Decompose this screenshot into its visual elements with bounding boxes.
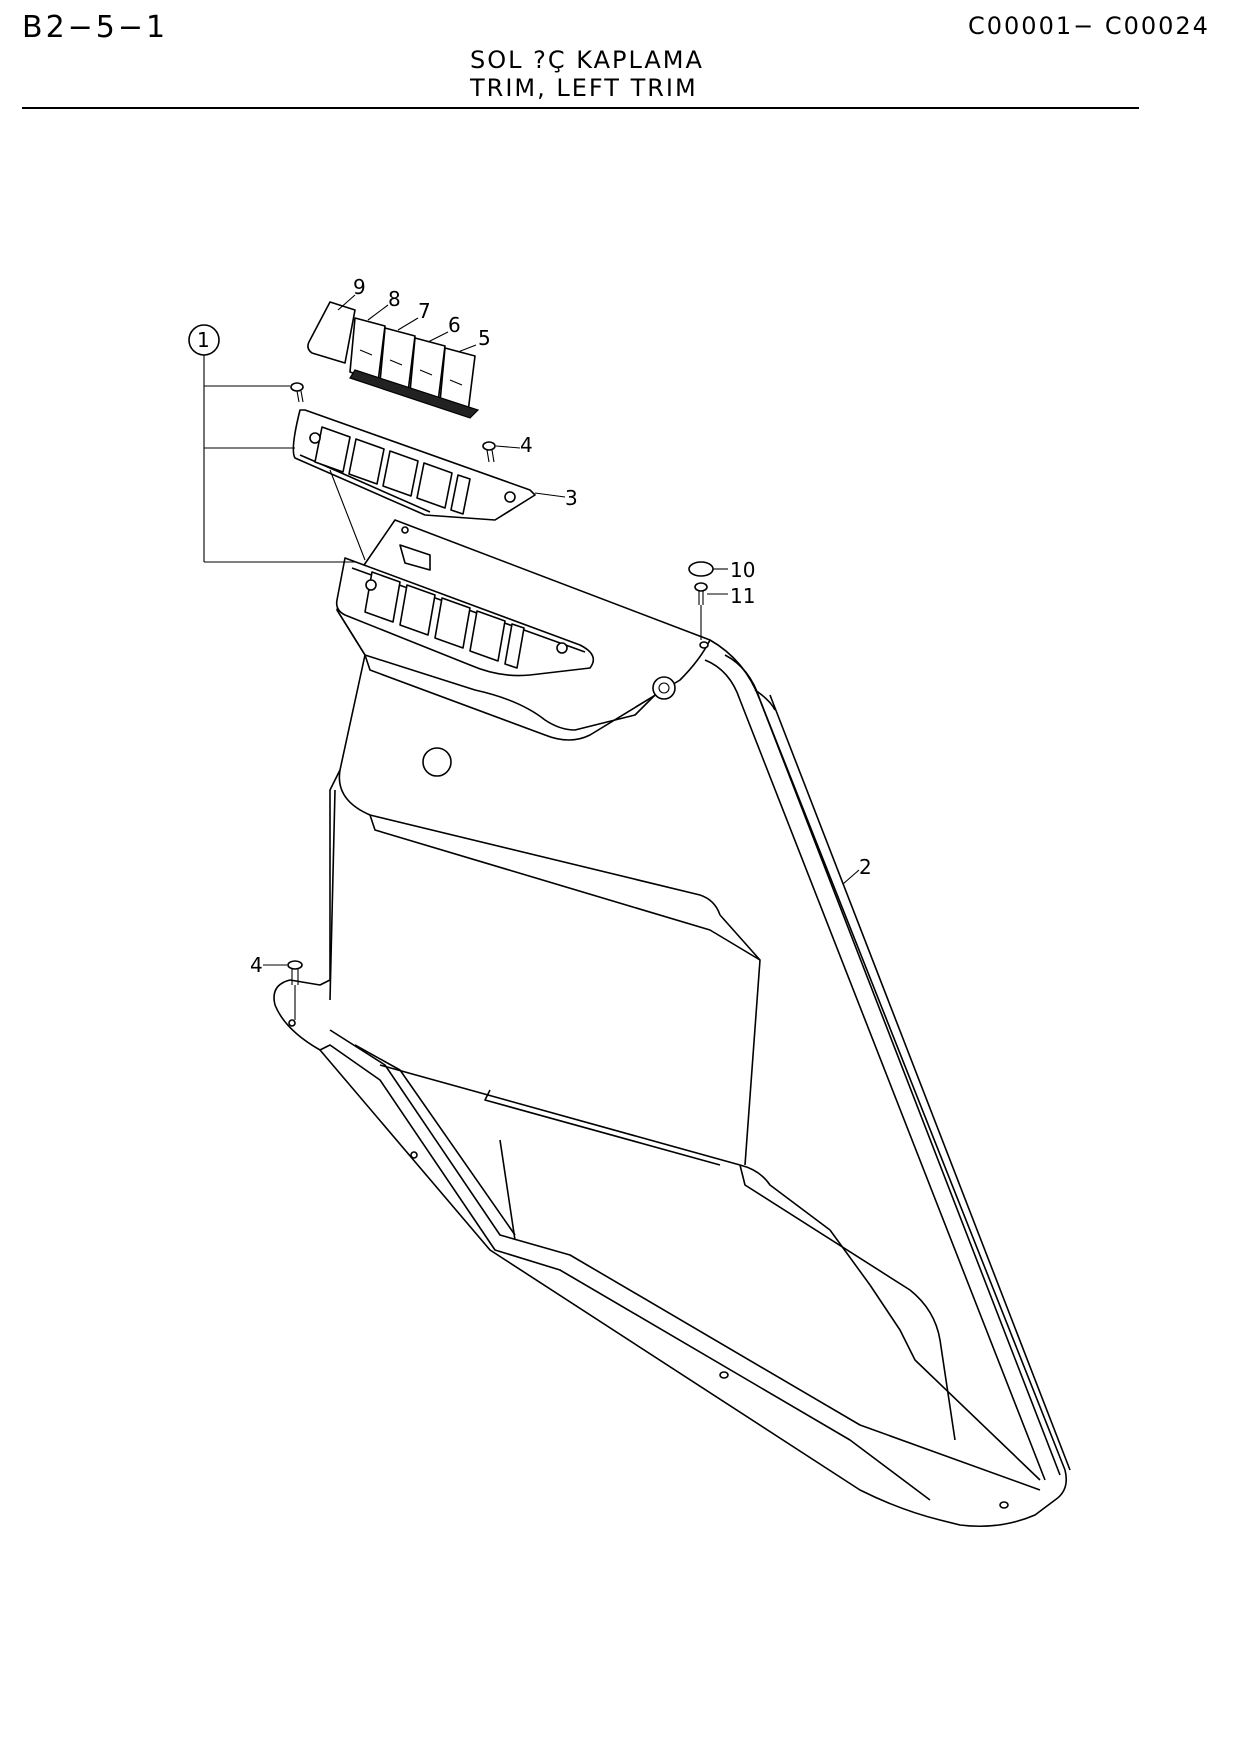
rocker-switch-group <box>307 301 480 419</box>
callout-4-bottom: 4 <box>250 953 263 977</box>
callout-3: 3 <box>565 486 578 510</box>
page-code: B2−5−1 <box>22 10 169 45</box>
callout-7: 7 <box>418 299 431 323</box>
page-title-english: TRIM, LEFT TRIM <box>470 74 698 102</box>
callout-5: 5 <box>478 326 491 350</box>
page-title-turkish: SOL ?Ç KAPLAMA <box>470 46 704 74</box>
left-trim-panel <box>273 519 1071 1528</box>
callout-10: 10 <box>730 558 755 582</box>
callout-11: 11 <box>730 584 755 608</box>
callout-1: 1 <box>197 328 210 352</box>
screw-part-11 <box>694 582 708 640</box>
callout-4-top: 4 <box>520 433 533 457</box>
panel-switch-opening <box>335 557 595 677</box>
leader-lines <box>263 294 860 966</box>
assembly-bracket <box>188 324 355 563</box>
screw-part-4-bottom <box>287 960 303 1020</box>
callout-8: 8 <box>388 287 401 311</box>
callout-6: 6 <box>448 313 461 337</box>
switch-bezel-plate <box>292 409 536 561</box>
callout-2: 2 <box>859 855 872 879</box>
screw-part-4-top <box>482 441 496 463</box>
serial-range: C00001− C00024 <box>968 12 1210 40</box>
panel-switch-slots <box>364 571 525 669</box>
header-rule <box>22 107 1139 109</box>
cap-part-10 <box>688 561 714 577</box>
callout-9: 9 <box>353 275 366 299</box>
screw-top-left <box>290 382 304 403</box>
